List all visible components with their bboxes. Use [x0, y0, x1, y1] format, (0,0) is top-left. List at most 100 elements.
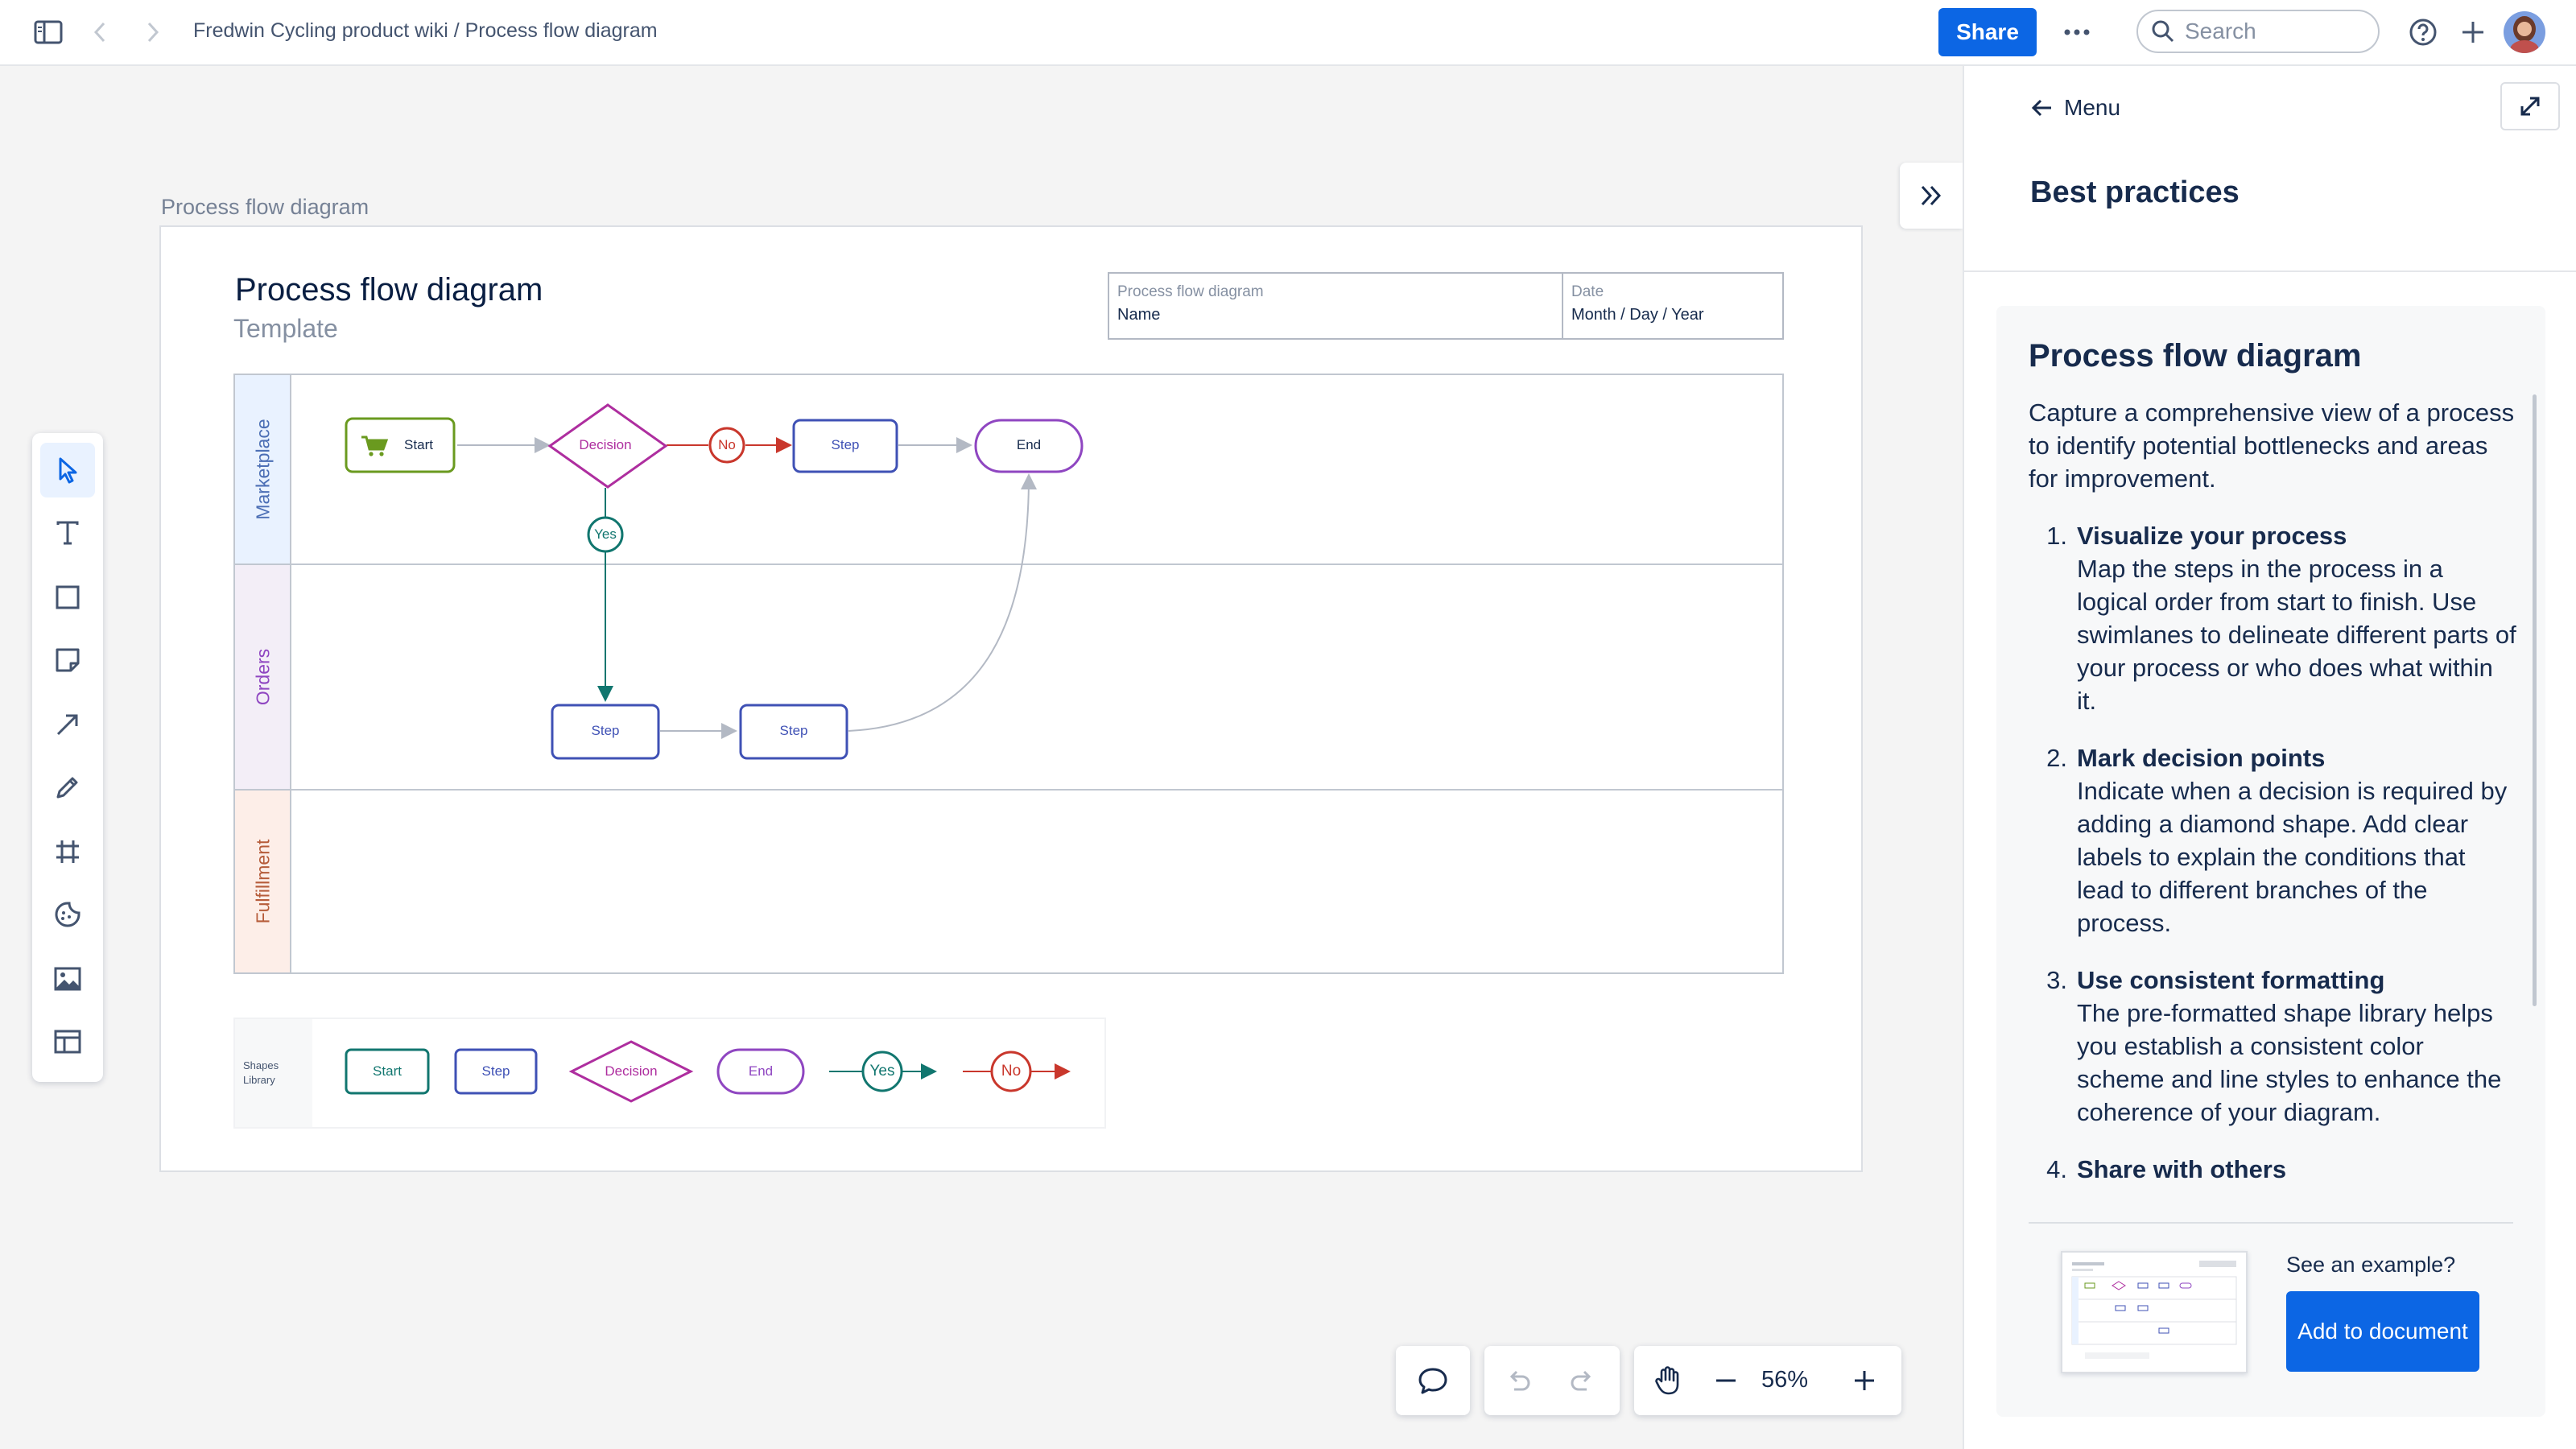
swimlane-container[interactable]: Marketplace Orders Fulfillment: [233, 374, 1784, 974]
help-icon[interactable]: [2405, 14, 2441, 50]
library-decision-label[interactable]: Decision: [605, 1063, 658, 1079]
pen-icon: [55, 774, 80, 800]
example-thumbnail[interactable]: [2061, 1251, 2248, 1373]
shapes-library-label: Library: [243, 1074, 275, 1086]
collapse-panel-button[interactable]: [1900, 163, 1963, 229]
select-tool[interactable]: [40, 443, 95, 497]
shapes-library-header: Shapes Library: [235, 1019, 312, 1127]
step-node-label: Step: [591, 723, 620, 738]
diagram-subtitle[interactable]: Template: [233, 314, 338, 343]
start-node[interactable]: [345, 417, 457, 475]
step-node-label: Step: [779, 723, 808, 738]
date-label: Date: [1571, 283, 1604, 300]
library-no-label[interactable]: No: [1001, 1063, 1022, 1080]
share-button[interactable]: Share: [1938, 8, 2037, 56]
item-title: Visualize your process: [2077, 522, 2347, 550]
no-connector-node[interactable]: [708, 427, 745, 464]
text-tool[interactable]: [40, 506, 95, 560]
forward-arrow-icon[interactable]: [135, 14, 171, 50]
end-node-label: End: [1016, 437, 1042, 452]
library-end-label[interactable]: End: [748, 1063, 774, 1079]
best-practice-item: 3. Use consistent formatting The pre-for…: [2029, 964, 2516, 1129]
library-step-label[interactable]: Step: [481, 1063, 510, 1079]
add-to-document-button[interactable]: Add to document: [2286, 1291, 2479, 1372]
date-cell[interactable]: Date Month / Day / Year: [1563, 274, 1782, 338]
info-table[interactable]: Process flow diagram Name Date Month / D…: [1108, 272, 1784, 340]
best-practice-item: 1. Visualize your process Map the steps …: [2029, 519, 2516, 717]
search-icon: [2151, 19, 2175, 43]
swimlane-orders[interactable]: Orders: [235, 565, 1782, 791]
step-node[interactable]: [551, 704, 660, 760]
sticky-note-icon: [55, 647, 80, 673]
comment-button[interactable]: [1407, 1355, 1459, 1406]
frame-icon: [55, 839, 80, 865]
item-body: Indicate when a decision is required by …: [2077, 777, 2508, 937]
frame-label: Process flow diagram: [161, 195, 369, 219]
step-node[interactable]: [792, 419, 898, 473]
breadcrumb[interactable]: Fredwin Cycling product wiki / Process f…: [193, 19, 658, 42]
name-cell[interactable]: Process flow diagram Name: [1109, 274, 1563, 338]
back-arrow-icon: [2030, 98, 2053, 118]
frame-tool[interactable]: [40, 824, 95, 879]
undo-button[interactable]: [1492, 1355, 1544, 1406]
item-title: Share with others: [2077, 1155, 2287, 1183]
drawing-toolbar: [32, 433, 103, 1082]
swimlane-marketplace[interactable]: Marketplace: [235, 375, 1782, 565]
back-arrow-icon[interactable]: [82, 14, 118, 50]
divider: [2029, 1222, 2513, 1224]
undo-icon: [1505, 1368, 1532, 1393]
yes-connector-node[interactable]: [586, 515, 625, 554]
zoom-out-button[interactable]: [1700, 1355, 1752, 1406]
template-tool[interactable]: [40, 1014, 95, 1069]
end-node[interactable]: [974, 419, 1084, 473]
zoom-level[interactable]: 56%: [1761, 1367, 1809, 1393]
hand-icon: [1653, 1365, 1682, 1396]
item-title: Mark decision points: [2077, 744, 2326, 772]
diagram-frame[interactable]: [159, 225, 1863, 1172]
more-icon[interactable]: [2059, 14, 2095, 50]
step-node-label: Step: [831, 437, 860, 452]
text-icon: [55, 520, 80, 546]
item-body: The pre-formatted shape library helps yo…: [2077, 999, 2502, 1126]
swimlane-fulfillment[interactable]: Fulfillment: [235, 791, 1782, 972]
image-icon: [54, 967, 81, 991]
avatar[interactable]: [2504, 11, 2545, 53]
yes-label: Yes: [594, 526, 617, 542]
card-intro: Capture a comprehensive view of a proces…: [2029, 398, 2515, 493]
redo-button[interactable]: [1557, 1355, 1608, 1406]
zoom-in-button[interactable]: [1839, 1355, 1890, 1406]
scrollbar[interactable]: [2533, 394, 2537, 1006]
sticky-note-tool[interactable]: [40, 633, 95, 687]
plus-icon[interactable]: [2455, 14, 2491, 50]
menu-back-button[interactable]: Menu: [2030, 95, 2120, 121]
item-number: 3.: [2046, 966, 2067, 994]
search-field[interactable]: [2136, 10, 2380, 53]
library-start-label[interactable]: Start: [373, 1063, 402, 1079]
pen-tool[interactable]: [40, 760, 95, 815]
shapes-library[interactable]: Shapes Library: [233, 1018, 1106, 1129]
sticker-tool[interactable]: [40, 887, 95, 942]
expand-button[interactable]: [2500, 82, 2560, 130]
rectangle-tool[interactable]: [40, 570, 95, 625]
shapes-library-label: Shapes: [243, 1059, 279, 1071]
comment-control: [1396, 1346, 1470, 1415]
no-label: No: [718, 437, 736, 452]
decision-node[interactable]: [547, 402, 668, 489]
sticker-icon: [54, 901, 81, 928]
zoom-out-icon: [1714, 1368, 1738, 1393]
sidebar-toggle-icon[interactable]: [31, 14, 66, 50]
step-node[interactable]: [739, 704, 848, 760]
library-yes-label[interactable]: Yes: [869, 1063, 895, 1080]
pan-button[interactable]: [1642, 1355, 1694, 1406]
search-input[interactable]: [2183, 18, 2363, 45]
image-tool[interactable]: [40, 952, 95, 1006]
template-info-card: Process flow diagram Capture a comprehen…: [1996, 306, 2545, 1417]
lane-header: Orders: [235, 565, 291, 789]
decision-node-label: Decision: [579, 437, 632, 452]
card-body[interactable]: Capture a comprehensive view of a proces…: [2029, 396, 2516, 1219]
select-icon: [56, 456, 80, 484]
arrow-tool[interactable]: [40, 697, 95, 752]
zoom-in-icon: [1852, 1368, 1876, 1393]
diagram-title[interactable]: Process flow diagram: [235, 272, 543, 308]
